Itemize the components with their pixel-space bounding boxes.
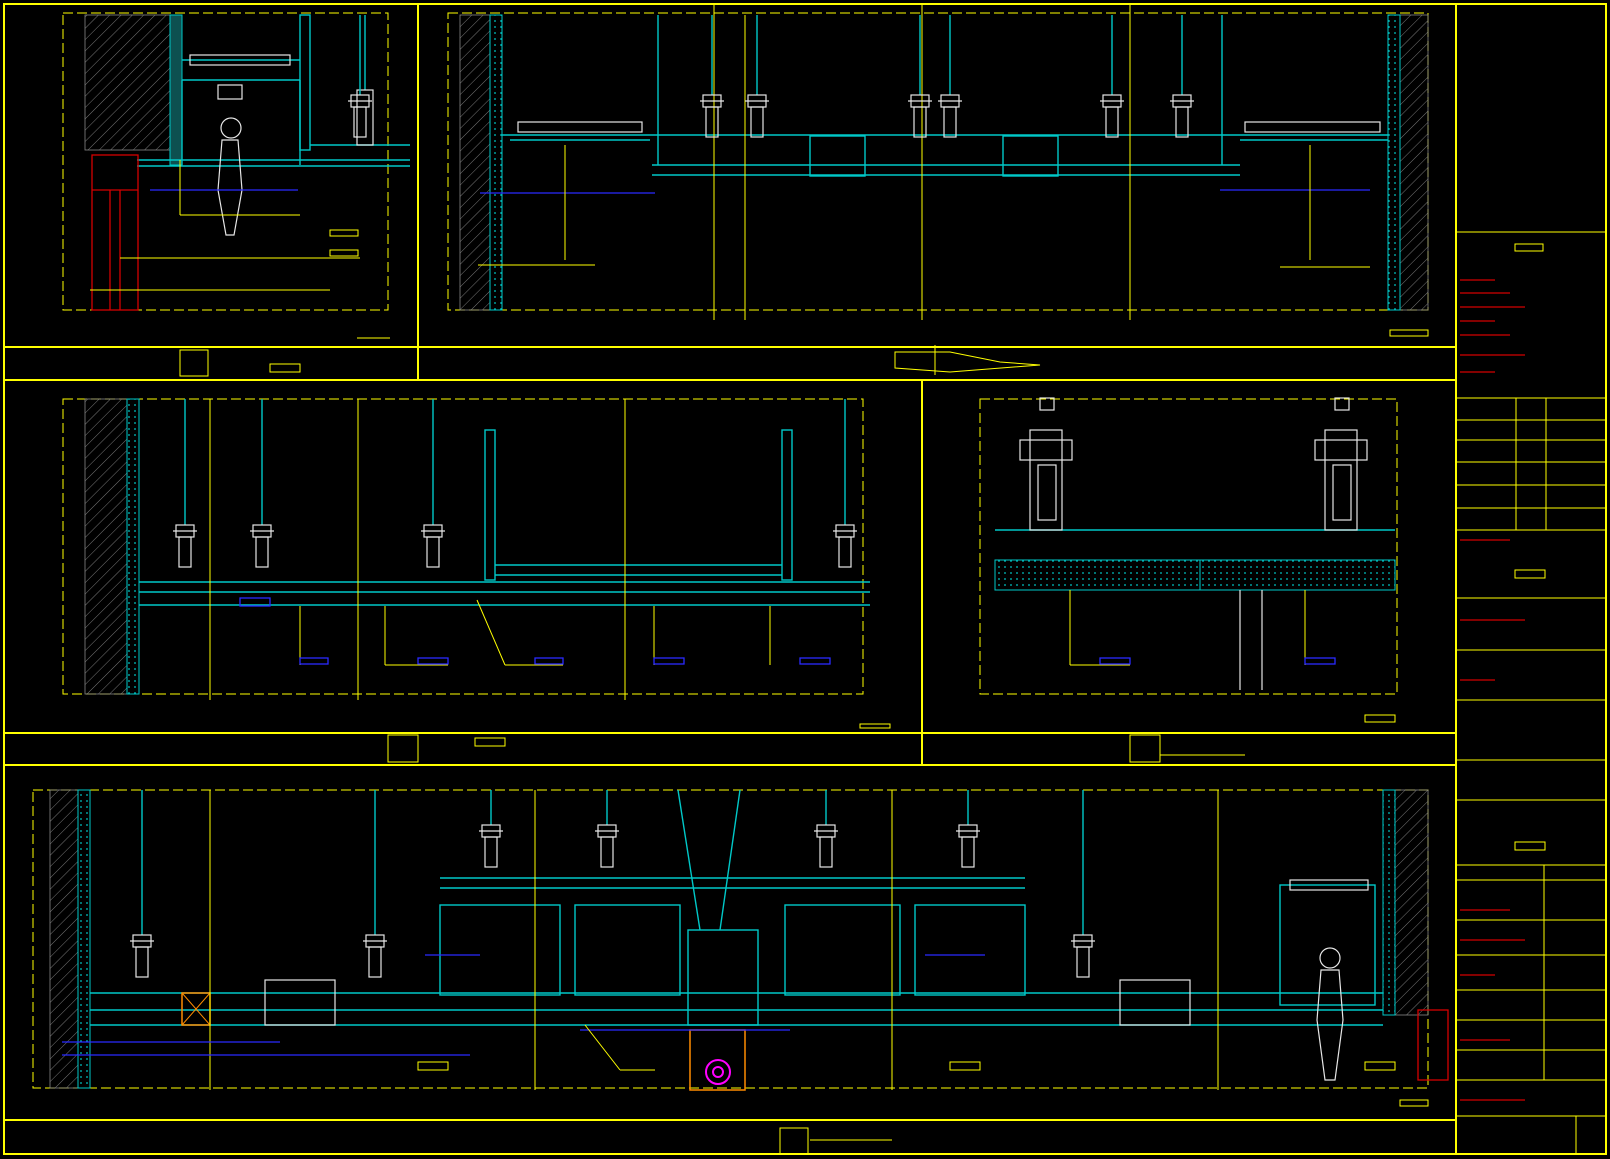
bracket-right (1314, 397, 1368, 531)
ceiling-hanger (1071, 790, 1095, 978)
ceiling-hanger (938, 15, 962, 138)
ceiling-hanger (1170, 15, 1194, 138)
ceiling-hanger (595, 790, 619, 868)
detail-middle-right[interactable] (979, 397, 1398, 763)
detail-bottom[interactable] (32, 789, 1449, 1155)
detail-top-left[interactable] (62, 12, 410, 377)
ceiling-hanger (250, 399, 274, 568)
detail-top-right[interactable] (348, 4, 1429, 375)
ceiling-hanger (814, 790, 838, 868)
ceiling-hanger (1100, 15, 1124, 138)
title-block (1456, 231, 1606, 1154)
bracket-left (1019, 397, 1073, 531)
ceiling-hanger (363, 790, 387, 978)
ceiling-hanger (956, 790, 980, 868)
ceiling-hanger (130, 790, 154, 978)
ceiling-hanger (479, 790, 503, 868)
ceiling-hanger (348, 15, 372, 138)
ceiling-hanger (173, 399, 197, 568)
ceiling-hanger (833, 399, 857, 568)
ceiling-hanger (421, 399, 445, 568)
ceiling-hanger (908, 15, 932, 138)
ceiling-hanger (745, 15, 769, 138)
ceiling-hanger (700, 15, 724, 138)
detail-middle-left[interactable] (62, 398, 891, 763)
